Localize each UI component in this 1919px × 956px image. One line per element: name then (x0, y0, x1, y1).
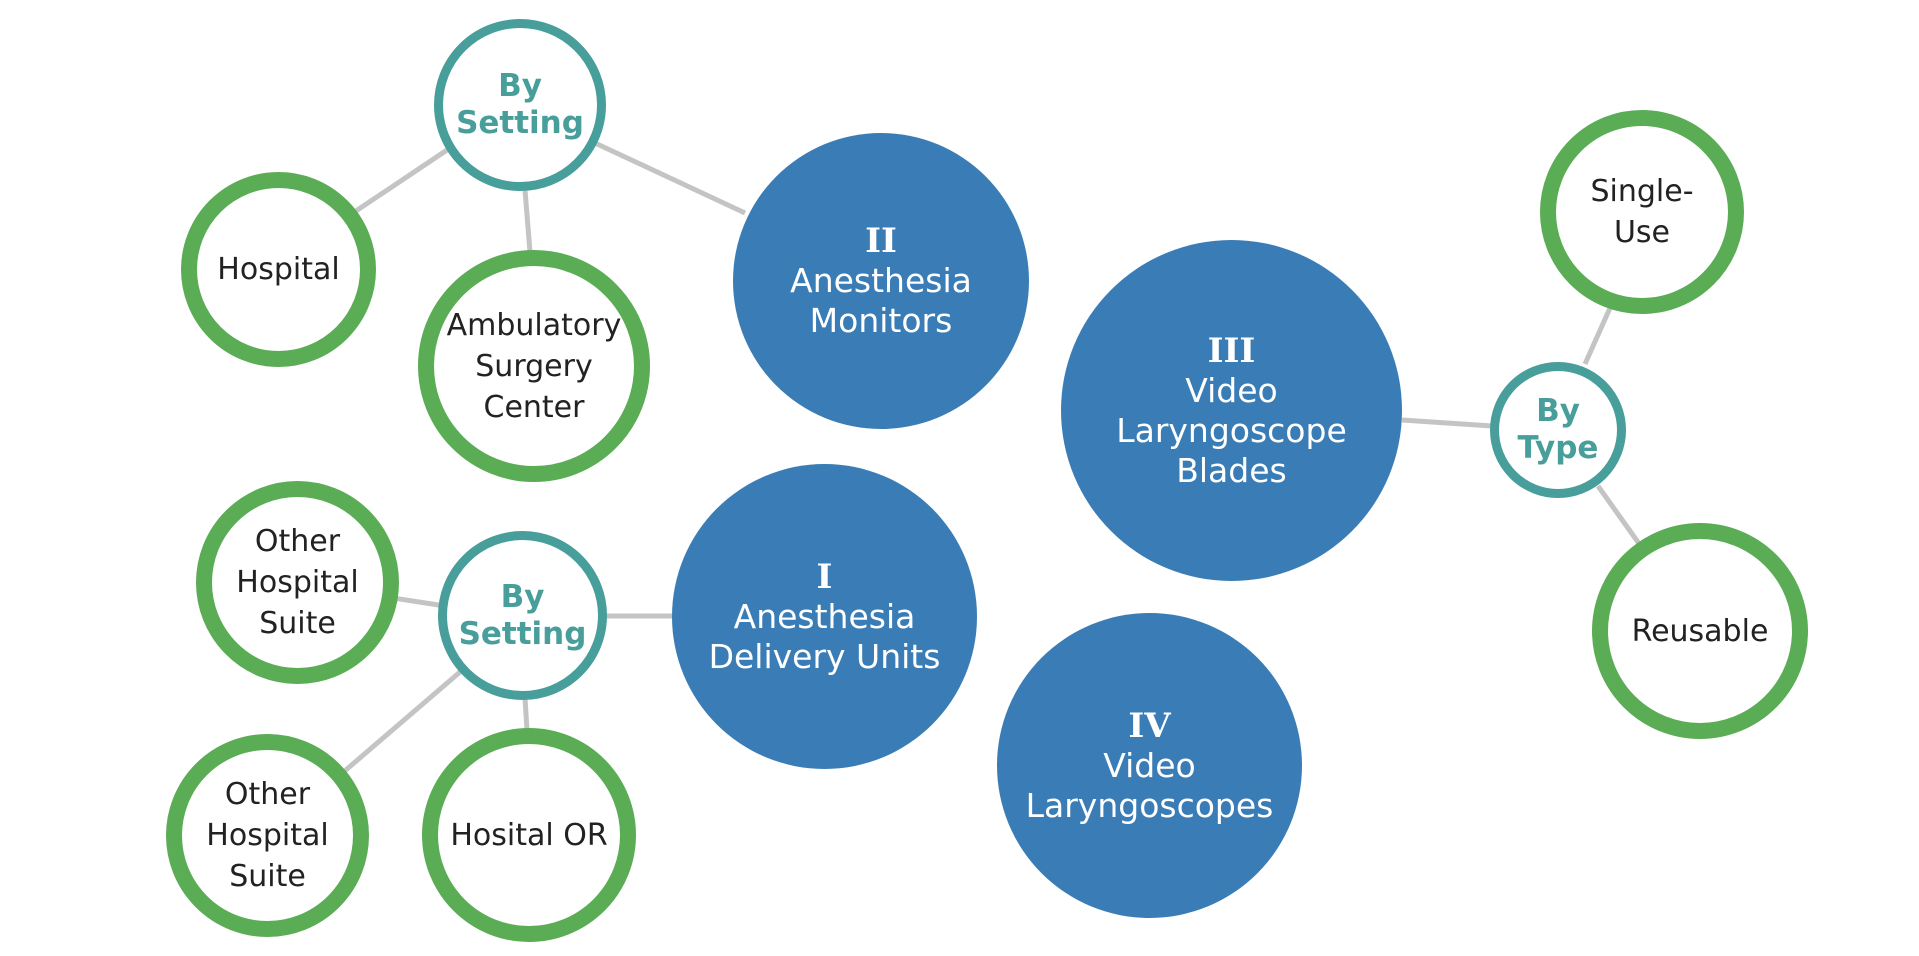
segment-label: Anesthesia Delivery Units (708, 596, 941, 676)
segment-label: Video Laryngoscope Blades (1116, 370, 1347, 490)
leaf-ambulatory-surgery-center: Ambulatory Surgery Center (418, 250, 650, 482)
segment-numeral: I (816, 556, 833, 597)
group-by-setting-top: By Setting (434, 19, 606, 191)
connector-setting-asc (522, 189, 533, 253)
leaf-reusable: Reusable (1592, 523, 1808, 739)
segment-anesthesia-delivery-units: I Anesthesia Delivery Units (672, 464, 977, 769)
segment-numeral: IV (1128, 705, 1171, 746)
segment-numeral: II (865, 221, 897, 261)
group-by-setting-middle: By Setting (438, 531, 607, 700)
segment-label: Video Laryngoscopes (1025, 745, 1274, 825)
connector-type-single-use (1582, 306, 1613, 366)
group-by-type: By Type (1490, 362, 1626, 498)
leaf-single-use: Single- Use (1540, 110, 1744, 314)
segment-video-laryngoscopes: IV Video Laryngoscopes (997, 613, 1302, 918)
connector-blades-type (1401, 417, 1493, 429)
leaf-other-hospital-suite-2: Other Hospital Suite (166, 734, 369, 937)
connector-setting-hosital-or (522, 697, 530, 731)
connector-setting-anesthesia-monitors (593, 140, 747, 216)
leaf-other-hospital-suite-1: Other Hospital Suite (196, 481, 399, 684)
segment-video-laryngoscope-blades: III Video Laryngoscope Blades (1061, 240, 1402, 581)
segment-anesthesia-monitors: II Anesthesia Monitors (733, 133, 1029, 429)
segment-numeral: III (1207, 330, 1256, 371)
connector-setting-other-suite-2 (338, 670, 462, 777)
connector-type-reusable (1595, 484, 1643, 547)
leaf-hospital: Hospital (181, 172, 376, 367)
segment-label: Anesthesia Monitors (790, 261, 972, 340)
leaf-hosital-or: Hosital OR (422, 728, 636, 942)
